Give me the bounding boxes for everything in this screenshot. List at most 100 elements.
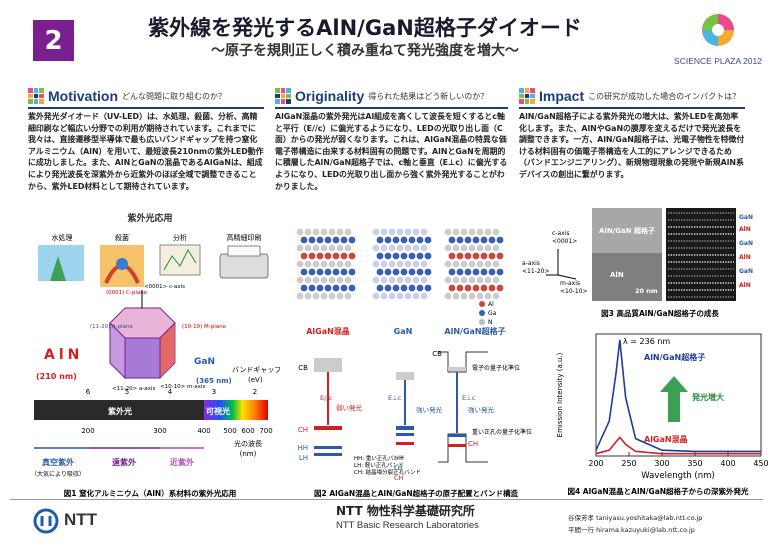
label-algan: AlGaN混晶 — [306, 326, 350, 336]
atom-1-7-1 — [384, 284, 392, 292]
atom-1-5-6 — [424, 268, 432, 276]
impact-header: Impact この研究が成功した場合のインパクトは？ — [519, 86, 740, 106]
atom-2-4-4 — [476, 260, 484, 268]
ev-tick-4: 4 — [168, 388, 173, 396]
atom-2-2-2 — [460, 244, 468, 252]
atom-2-7-3 — [472, 284, 480, 292]
atom-1-1-3 — [400, 236, 408, 244]
uv-band — [34, 400, 204, 420]
atom-1-4-5 — [412, 260, 420, 268]
atom-1-1-4 — [408, 236, 416, 244]
fig1-caption: 図1 窒化アルミニウム（AlN）系材料の紫外光応用 — [64, 488, 236, 498]
atom-0-7-2 — [316, 284, 324, 292]
uv-band-label: 紫外光 — [108, 406, 132, 416]
atom-1-8-3 — [396, 292, 404, 300]
nm-tick-200: 200 — [81, 427, 94, 435]
poster-title: 紫外線を発光するAlN/GaN超格子ダイオード — [148, 16, 582, 40]
note-lh: LH: 軽い正孔バンド — [354, 461, 404, 469]
atom-1-5-0 — [376, 268, 384, 276]
electron-level-label: 電子の量子化準位 — [472, 364, 520, 372]
atom-2-0-1 — [452, 228, 460, 236]
atom-1-2-6 — [420, 244, 428, 252]
atom-1-2-5 — [412, 244, 420, 252]
tem-sl-label: AlN/GaN 超格子 — [599, 226, 655, 235]
atom-1-4-1 — [380, 260, 388, 268]
x-tick-450: 450 — [753, 459, 768, 468]
atom-0-7-4 — [332, 284, 340, 292]
nm-tick-400: 400 — [197, 427, 210, 435]
app-water-treatment: 水処理 — [38, 233, 84, 281]
atom-0-0-1 — [304, 228, 312, 236]
atom-2-0-5 — [484, 228, 492, 236]
axis-label-c-idx: <0001> — [552, 238, 577, 245]
atom-2-8-5 — [484, 292, 492, 300]
atom-0-3-3 — [324, 252, 332, 260]
ev-tick-5: 5 — [125, 388, 129, 396]
atom-1-4-0 — [372, 260, 380, 268]
atom-2-1-2 — [464, 236, 472, 244]
atom-0-2-5 — [336, 244, 344, 252]
atom-1-5-5 — [416, 268, 424, 276]
atom-2-8-3 — [468, 292, 476, 300]
atom-2-8-2 — [460, 292, 468, 300]
atom-1-0-6 — [420, 228, 428, 236]
atom-2-5-0 — [448, 268, 456, 276]
ch-left: CH — [298, 426, 308, 434]
axis-label-c: c-axis — [552, 230, 569, 237]
gan-label: GaN — [194, 357, 215, 367]
atom-2-5-3 — [472, 268, 480, 276]
atom-1-7-5 — [416, 284, 424, 292]
motivation-body: 紫外発光ダイオード（UV-LED）は、水処理、殺菌、分析、高精細印刷など幅広い分… — [28, 112, 264, 191]
atom-2-5-6 — [496, 268, 504, 276]
atom-1-8-2 — [388, 292, 396, 300]
atom-2-4-2 — [460, 260, 468, 268]
atom-1-6-2 — [388, 276, 396, 284]
ev-tick-3: 3 — [212, 388, 216, 396]
increase-label: 発光増大 — [691, 392, 724, 402]
atom-0-1-3 — [324, 236, 332, 244]
atom-1-3-6 — [424, 252, 432, 260]
poster-number-badge: 2 — [33, 20, 74, 61]
axis-label-a-idx: <11-20> — [522, 268, 550, 275]
atom-2-7-4 — [480, 284, 488, 292]
plane-m: (10-10) M-plane — [182, 324, 227, 330]
atom-2-6-5 — [484, 276, 492, 284]
atom-0-0-0 — [296, 228, 304, 236]
atom-2-3-2 — [464, 252, 472, 260]
atom-2-1-3 — [472, 236, 480, 244]
atom-1-0-0 — [372, 228, 380, 236]
atom-2-1-0 — [448, 236, 456, 244]
lambda-label: λ = 236 nm — [623, 337, 670, 346]
impact-title: Impact — [539, 88, 585, 104]
note-ch: CH: 結晶場分裂正孔バンド — [354, 468, 421, 476]
atom-2-3-3 — [472, 252, 480, 260]
atom-0-6-6 — [344, 276, 352, 284]
atom-1-7-0 — [376, 284, 384, 292]
originality-title: Originality — [295, 88, 365, 104]
aln-wavelength: (210 nm) — [36, 372, 77, 381]
layer-1: AlN — [739, 226, 751, 233]
atom-arrangements — [296, 228, 504, 300]
lab-name-en: NTT Basic Research Laboratories — [336, 520, 479, 531]
motivation-question: どんな問題に取り組むのか？ — [122, 91, 226, 101]
atom-0-6-4 — [328, 276, 336, 284]
atom-1-1-1 — [384, 236, 392, 244]
bandgap-label: バンドギャップ — [232, 366, 280, 374]
atom-1-4-6 — [420, 260, 428, 268]
ch-mid: CH — [394, 474, 404, 482]
atom-2-2-5 — [484, 244, 492, 252]
atom-0-7-3 — [324, 284, 332, 292]
atom-1-8-0 — [372, 292, 380, 300]
atom-2-3-1 — [456, 252, 464, 260]
atom-2-8-1 — [452, 292, 460, 300]
atom-0-7-6 — [348, 284, 356, 292]
atom-1-0-3 — [396, 228, 404, 236]
atom-1-7-2 — [392, 284, 400, 292]
science-plaza-logo: SCIENCE PLAZA 2012 — [674, 14, 762, 66]
hh-mid: HH — [394, 454, 404, 462]
atom-2-1-6 — [496, 236, 504, 244]
atom-0-3-0 — [300, 252, 308, 260]
lh-left: LH — [299, 454, 308, 462]
originality-icon — [275, 88, 291, 104]
plane-c: (0001) C-plane — [106, 290, 148, 296]
